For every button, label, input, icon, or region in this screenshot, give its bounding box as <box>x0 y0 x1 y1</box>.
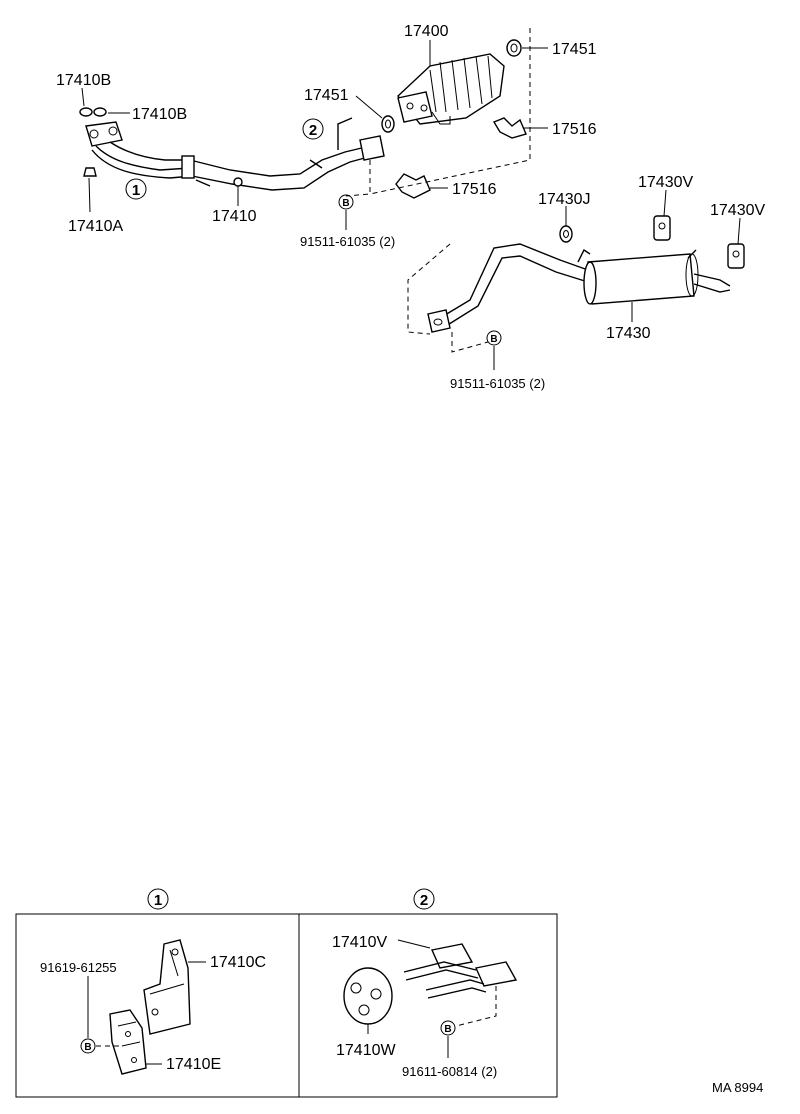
gasket-17410b-1 <box>79 107 93 117</box>
label-17410a: 17410A <box>68 218 123 235</box>
label-17410v: 17410V <box>332 934 387 951</box>
inset-frame <box>15 913 558 1098</box>
label-17430v-2: 17430V <box>710 202 765 219</box>
tailpipe-muffler-drawing <box>427 243 731 333</box>
bolt-callout-b-lower: B <box>486 330 502 346</box>
nut-17410a <box>83 167 97 177</box>
label-91619-61255: 91619-61255 <box>40 960 117 975</box>
svg-text:2: 2 <box>420 892 428 909</box>
leader-lines <box>81 40 741 370</box>
gasket-17430j <box>559 225 573 243</box>
hanger-17430v-1 <box>653 215 671 241</box>
label-91511-upper: 91511-61035 (2) <box>300 234 395 249</box>
label-17400: 17400 <box>404 23 449 40</box>
gasket-17451-top <box>506 39 522 57</box>
svg-text:B: B <box>444 1024 451 1035</box>
svg-text:2: 2 <box>309 122 317 139</box>
inset-callout-2-number: 2 <box>413 888 435 910</box>
label-17430v-1: 17430V <box>638 174 693 191</box>
label-17430: 17430 <box>606 325 651 342</box>
bracket-17516-mid <box>395 173 431 199</box>
inset-1-bracket-drawing <box>109 939 191 1075</box>
callout-2: 2 <box>302 118 324 140</box>
label-91611-60814: 91611-60814 (2) <box>402 1064 497 1079</box>
hanger-17430v-2 <box>727 243 745 269</box>
bracket-17516-top <box>492 117 527 139</box>
label-17516-top: 17516 <box>552 121 597 138</box>
svg-text:1: 1 <box>154 892 162 909</box>
svg-text:B: B <box>342 198 349 209</box>
svg-text:B: B <box>490 334 497 345</box>
label-17410b-1: 17410B <box>56 72 111 89</box>
label-17410c: 17410C <box>210 954 266 971</box>
front-exhaust-pipe-drawing <box>85 117 385 191</box>
label-17410: 17410 <box>212 208 257 225</box>
gasket-17451-left <box>381 115 395 133</box>
callout-1: 1 <box>125 178 147 200</box>
label-91511-lower: 91511-61035 (2) <box>450 376 545 391</box>
inset-1-bolt-callout-b: B <box>80 1038 96 1054</box>
catalytic-converter-drawing <box>397 53 505 125</box>
label-17451-top: 17451 <box>552 41 597 58</box>
label-17451-left: 17451 <box>304 87 349 104</box>
label-17410b-2: 17410B <box>132 106 187 123</box>
drawing-code: MA 8994 <box>712 1080 763 1095</box>
bolt-callout-b-upper: B <box>338 194 354 210</box>
label-17410e: 17410E <box>166 1056 221 1073</box>
svg-text:B: B <box>84 1042 91 1053</box>
svg-text:1: 1 <box>132 182 140 199</box>
inset-2-hanger-drawing <box>343 943 518 1025</box>
label-17516-mid: 17516 <box>452 181 497 198</box>
inset-2-bolt-callout-b: B <box>440 1020 456 1036</box>
label-17410w: 17410W <box>336 1042 396 1059</box>
gasket-17410b-2 <box>93 107 107 117</box>
inset-callout-1-number: 1 <box>147 888 169 910</box>
label-17430j: 17430J <box>538 191 591 208</box>
